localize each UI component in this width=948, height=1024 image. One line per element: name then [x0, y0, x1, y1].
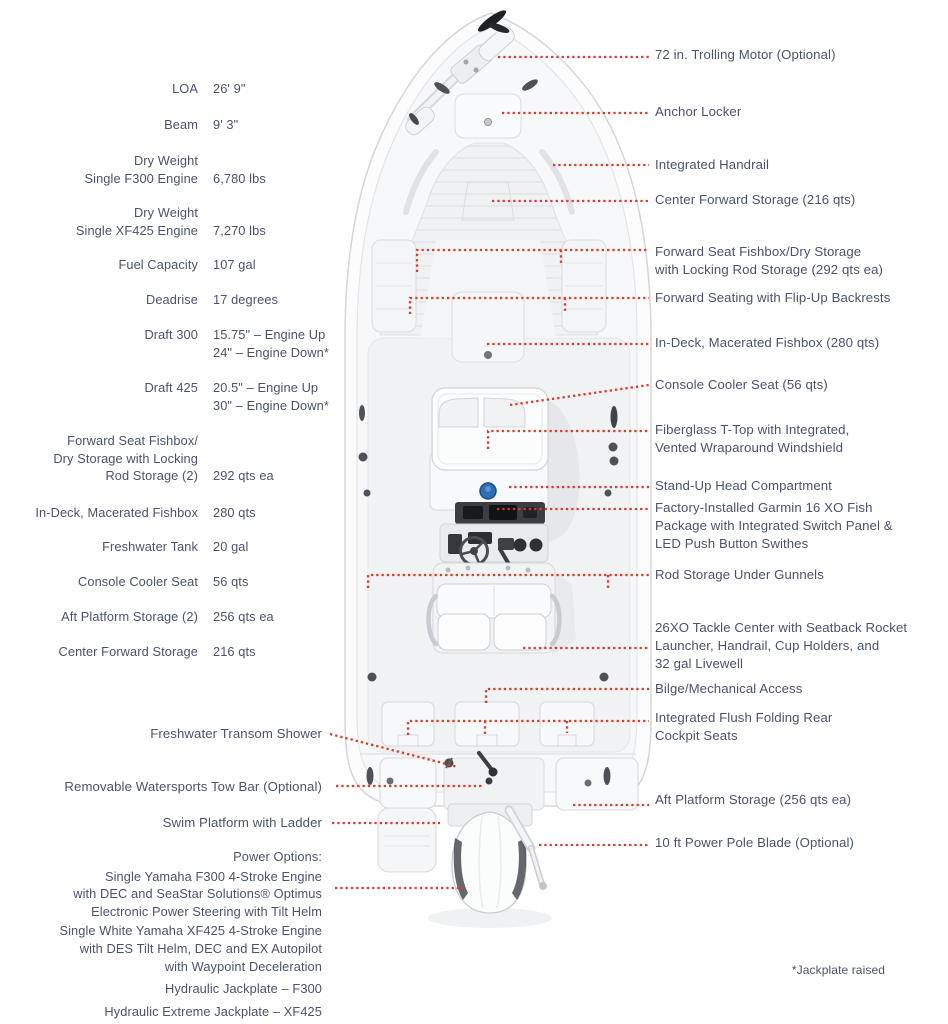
callout-forward-seat-fishbox: Forward Seat Fishbox/Dry Storage with Lo… [655, 244, 884, 277]
leader-bilge-access [484, 687, 649, 703]
leader-fiberglass-ttop [486, 429, 649, 449]
callout-garmin-package: Factory-Installed Garmin 16 XO Fish Pack… [655, 500, 893, 551]
callout-tackle-center: 26XO Tackle Center with Seatback Rocket … [655, 620, 908, 671]
spec-row-aft-platform-storage: Aft Platform Storage (2) 256 qts ea [26, 608, 372, 626]
jackplate-footnote: *Jackplate raised [791, 963, 885, 977]
callout-tow-bar: Removable Watersports Tow Bar (Optional) [64, 779, 322, 794]
aft-platforms [377, 757, 639, 873]
anchor-locker [454, 93, 522, 139]
spec-label: Forward Seat Fishbox/ Dry Storage with L… [53, 433, 198, 484]
spec-row-draft-300: Draft 300 15.75" – Engine Up 24" – Engine… [26, 326, 372, 361]
callout-head-compartment: Stand-Up Head Compartment [655, 478, 832, 493]
callout-in-deck-fishbox: In-Deck, Macerated Fishbox (280 qts) [655, 335, 880, 350]
windshield [438, 397, 479, 428]
in-deck-fishbox [451, 291, 525, 363]
spec-value: 216 qts [213, 644, 256, 659]
callout-rear-cockpit-seats: Integrated Flush Folding Rear Cockpit Se… [655, 710, 833, 743]
callout-integrated-handrail: Integrated Handrail [655, 157, 770, 172]
spec-value: 15.75" – Engine Up 24" – Engine Down* [213, 327, 329, 360]
spec-label: Console Cooler Seat [78, 574, 198, 589]
tackle-center-seats [426, 562, 576, 655]
callout-forward-seating: Forward Seating with Flip-Up Backrests [655, 290, 891, 305]
spec-value: 9' 3" [213, 117, 239, 132]
spec-row-loa: LOA 26' 9" [26, 80, 372, 98]
spec-label: Aft Platform Storage (2) [61, 609, 198, 624]
power-option-jackplate-f300: Hydraulic Jackplate – F300 [165, 981, 322, 997]
console-shadow [546, 398, 580, 542]
spec-value: 292 qts ea [213, 468, 274, 484]
outboard-engine [447, 803, 533, 914]
spec-label: Freshwater Tank [102, 539, 198, 554]
power-options-block: Power Options: Single Yamaha F300 4-Stro… [0, 846, 322, 1020]
spec-label: Draft 300 [144, 327, 198, 342]
trolling-motor [405, 10, 515, 136]
callout-trolling-motor: 72 in. Trolling Motor (Optional) [655, 47, 836, 62]
power-option-jackplate-xf425: Hydraulic Extreme Jackplate – XF425 [104, 1003, 322, 1019]
callout-center-forward-storage: Center Forward Storage (216 qts) [655, 192, 856, 207]
spec-value: 20 gal [213, 539, 249, 554]
spec-row-dry-weight-f300: Dry Weight Single F300 Engine 6,780 lbs [26, 152, 372, 187]
spec-label: Dry Weight Single F300 Engine [84, 153, 198, 186]
spec-row-beam: Beam 9' 3" [26, 116, 372, 134]
power-option-xf425: Single White Yamaha XF425 4-Stroke Engin… [59, 923, 322, 974]
spec-value: 20.5" – Engine Up 30" – Engine Down* [213, 380, 329, 413]
callout-power-pole: 10 ft Power Pole Blade (Optional) [655, 835, 855, 850]
spec-value: 17 degrees [213, 292, 279, 307]
spec-label: Deadrise [145, 292, 198, 307]
spec-label: Draft 425 [144, 380, 198, 395]
swim-platform [377, 807, 437, 873]
spec-value: 26' 9" [213, 81, 246, 96]
leader-rod-storage-gunnels [366, 573, 649, 588]
spec-row-center-forward-storage: Center Forward Storage 216 qts [26, 643, 372, 661]
spec-label: Center Forward Storage [58, 644, 198, 659]
spec-row-console-cooler-seat: Console Cooler Seat 56 qts [26, 573, 372, 591]
spec-value: 56 qts [213, 574, 249, 589]
callout-bilge-access: Bilge/Mechanical Access [655, 681, 803, 696]
callout-rod-storage-gunnels: Rod Storage Under Gunnels [655, 567, 824, 582]
spec-value: 107 gal [213, 257, 256, 272]
leader-transom-shower [329, 732, 459, 769]
leader-forward-seat-fishbox [415, 248, 649, 272]
spec-label: Dry Weight Single XF425 Engine [75, 205, 198, 238]
callout-aft-platform-storage: Aft Platform Storage (256 qts ea) [655, 792, 852, 807]
spec-label: LOA [172, 81, 198, 96]
leader-rear-cockpit-seats [406, 719, 649, 735]
spec-row-deadrise: Deadrise 17 degrees [26, 291, 372, 309]
leader-lines [329, 55, 650, 890]
transom-hardware [444, 751, 498, 785]
callout-swim-platform: Swim Platform with Ladder [162, 815, 322, 830]
spec-value: 6,780 lbs [213, 170, 266, 186]
callout-transom-shower: Freshwater Transom Shower [150, 726, 322, 741]
leader-console-cooler-seat [509, 383, 650, 407]
spec-row-forward-seat-fishbox: Forward Seat Fishbox/ Dry Storage with L… [26, 432, 372, 485]
bow-seating-pad [379, 142, 599, 338]
console-ttop [429, 387, 549, 572]
spec-row-fuel-capacity: Fuel Capacity 107 gal [26, 256, 372, 274]
power-pole [504, 805, 547, 890]
callout-console-cooler-seat: Console Cooler Seat (56 qts) [655, 377, 828, 392]
spec-value: 7,270 lbs [213, 222, 266, 238]
spec-row-in-deck-fishbox: In-Deck, Macerated Fishbox 280 qts [26, 504, 372, 522]
rear-cockpit-seats [360, 701, 636, 755]
spec-row-freshwater-tank: Freshwater Tank 20 gal [26, 538, 372, 556]
power-options-heading: Power Options: [233, 849, 322, 864]
leader-forward-seating [408, 296, 649, 314]
spec-value: 280 qts [213, 505, 256, 520]
spec-label: Beam [164, 117, 198, 132]
power-option-f300: Single Yamaha F300 4-Stroke Engine with … [73, 868, 322, 919]
spec-label: In-Deck, Macerated Fishbox [35, 505, 198, 520]
spec-label: Fuel Capacity [118, 257, 198, 272]
spec-row-draft-425: Draft 425 20.5" – Engine Up 30" – Engine … [26, 379, 372, 414]
spec-value: 256 qts ea [213, 609, 274, 624]
spec-row-dry-weight-xf425: Dry Weight Single XF425 Engine 7,270 lbs [26, 204, 372, 239]
forward-seat-backrests [371, 239, 607, 333]
deck-hardware [358, 79, 619, 787]
callout-fiberglass-ttop: Fiberglass T-Top with Integrated, Vented… [655, 422, 850, 455]
callout-anchor-locker: Anchor Locker [655, 104, 742, 119]
